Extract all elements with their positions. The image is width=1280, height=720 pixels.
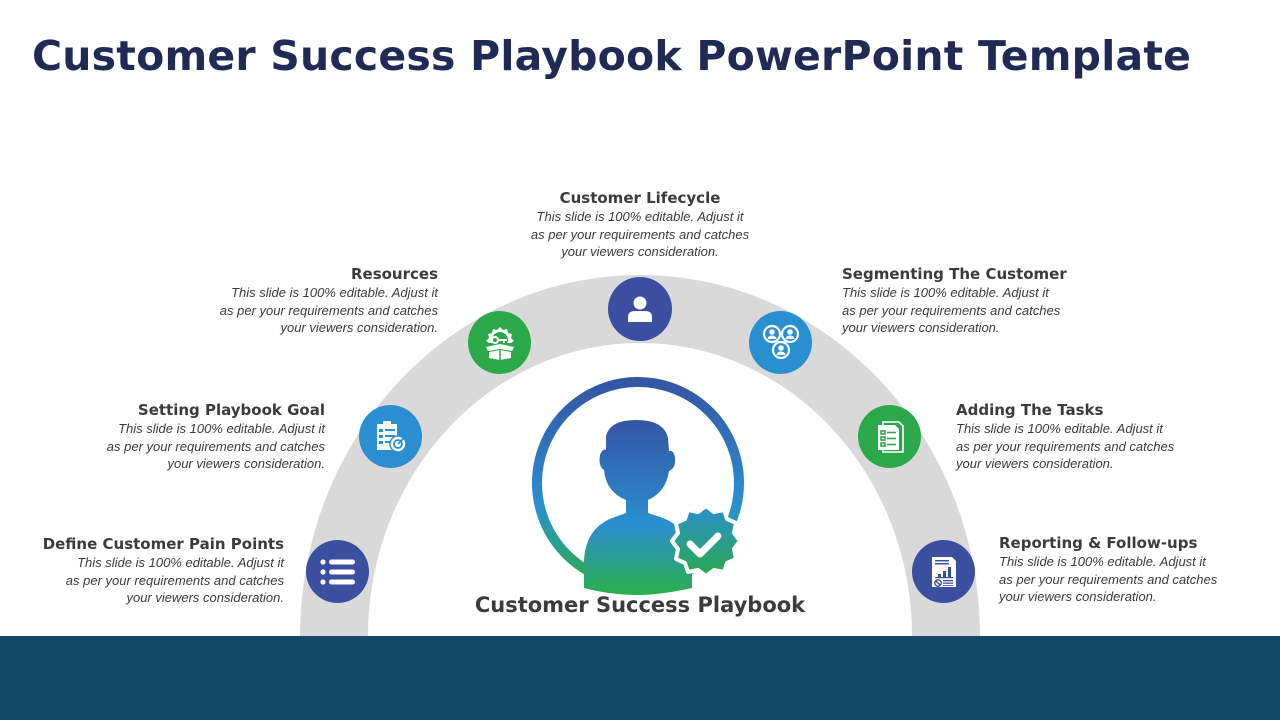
item-desc: as per your requirements and catches: [219, 302, 438, 318]
slide-title: Customer Success Playbook PowerPoint Tem…: [32, 32, 1192, 80]
item-desc: This slide is 100% editable. Adjust it: [956, 421, 1163, 436]
user-icon: [608, 277, 672, 341]
item-define-customer-pain-points: Define Customer Pain Points This slide i…: [24, 535, 284, 607]
item-desc: as per your requirements and catches: [106, 438, 325, 454]
item-title: Define Customer Pain Points: [42, 535, 284, 553]
item-title: Setting Playbook Goal: [137, 401, 325, 419]
item-title: Reporting & Follow-ups: [999, 534, 1198, 552]
user-group-icon: [749, 311, 812, 374]
item-title: Adding The Tasks: [956, 401, 1104, 419]
item-setting-playbook-goal: Setting Playbook Goal This slide is 100%…: [65, 401, 325, 473]
gear-key-box-icon: [468, 311, 531, 374]
item-segmenting-the-customer: Segmenting The Customer This slide is 10…: [842, 265, 1102, 337]
item-desc: as per your requirements and catches: [530, 226, 750, 242]
item-desc: your viewers consideration.: [561, 244, 719, 259]
item-desc: This slide is 100% editable. Adjust it: [77, 555, 284, 570]
item-desc: your viewers consideration.: [280, 320, 438, 335]
item-title: Customer Lifecycle: [559, 189, 721, 207]
item-desc: your viewers consideration.: [956, 456, 1114, 471]
item-adding-the-tasks: Adding The Tasks This slide is 100% edit…: [956, 401, 1216, 473]
list-icon: [306, 540, 369, 603]
checklist-target-icon: [359, 405, 422, 468]
item-desc: as per your requirements and catches: [999, 571, 1218, 587]
item-desc: as per your requirements and catches: [65, 572, 284, 588]
customer-success-emblem: [532, 377, 744, 595]
item-desc: your viewers consideration.: [842, 320, 1000, 335]
item-desc: as per your requirements and catches: [842, 302, 1061, 318]
item-desc: This slide is 100% editable. Adjust it: [118, 421, 325, 436]
item-desc: your viewers consideration.: [167, 456, 325, 471]
item-resources: Resources This slide is 100% editable. A…: [178, 265, 438, 337]
item-desc: your viewers consideration.: [999, 589, 1157, 604]
item-title: Segmenting The Customer: [842, 265, 1067, 283]
item-desc: This slide is 100% editable. Adjust it: [231, 285, 438, 300]
task-documents-icon: [858, 405, 921, 468]
item-desc: This slide is 100% editable. Adjust it: [999, 554, 1206, 569]
footer-bar: [0, 636, 1280, 720]
item-title: Resources: [350, 265, 438, 283]
item-desc: your viewers consideration.: [126, 590, 284, 605]
report-chart-icon: [912, 540, 975, 603]
center-label: Customer Success Playbook: [474, 593, 806, 617]
item-customer-lifecycle: Customer Lifecycle This slide is 100% ed…: [510, 189, 770, 261]
item-reporting-follow-ups: Reporting & Follow-ups This slide is 100…: [999, 534, 1259, 606]
item-desc: as per your requirements and catches: [956, 438, 1175, 454]
item-desc: This slide is 100% editable. Adjust it: [842, 285, 1049, 300]
item-desc: This slide is 100% editable. Adjust it: [536, 209, 744, 224]
